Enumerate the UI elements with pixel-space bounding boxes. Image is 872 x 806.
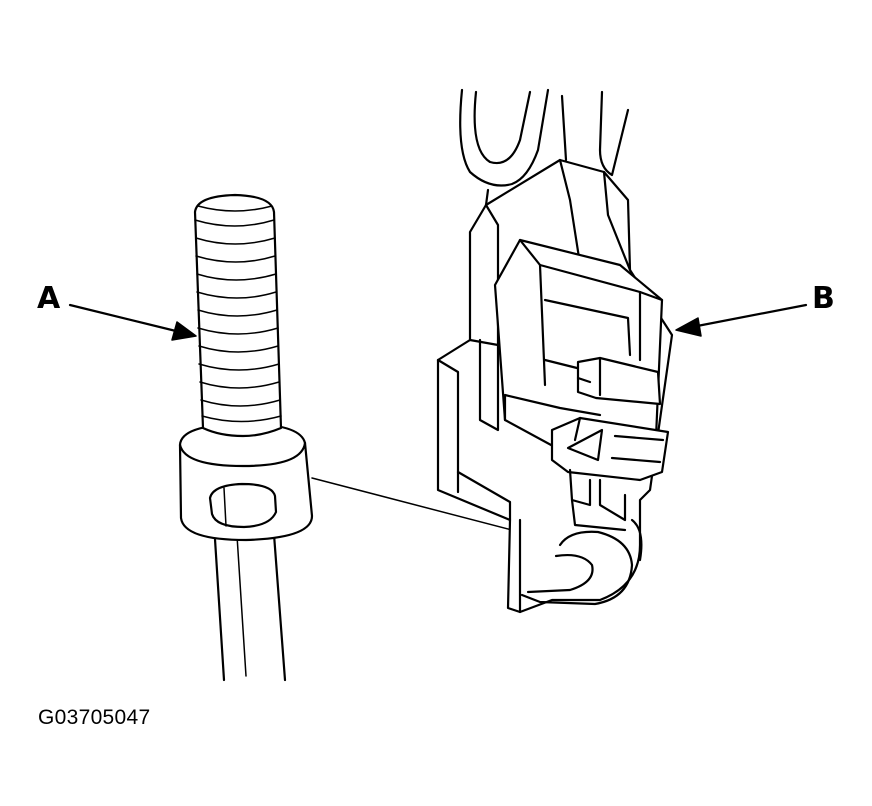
connector-part xyxy=(436,88,674,614)
callout-label-a: A xyxy=(37,281,61,316)
callout-arrow-b xyxy=(675,303,808,337)
figure-id: G03705047 xyxy=(38,706,151,729)
callout-label-b: B xyxy=(812,281,835,316)
callout-arrow-a xyxy=(68,303,197,341)
threaded-stud-part xyxy=(178,193,314,682)
